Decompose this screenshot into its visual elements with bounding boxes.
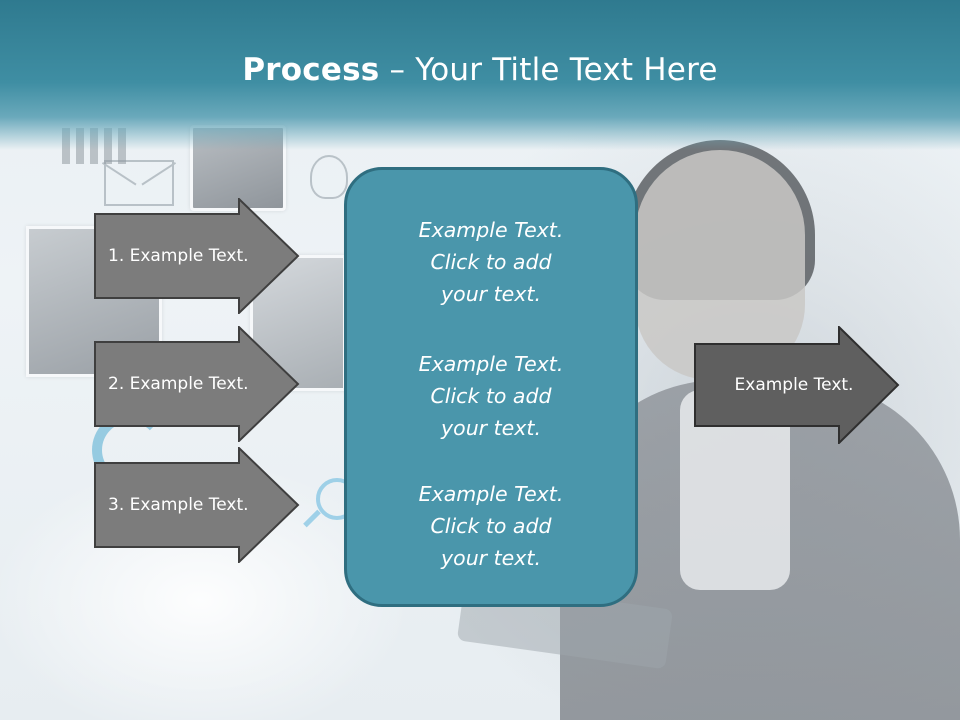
center-text-block[interactable]: Example Text. Click to add your text. — [347, 478, 635, 574]
arrow-shape — [94, 198, 300, 314]
step-arrow-label: 3. Example Text. — [108, 495, 249, 515]
step-arrow-3[interactable]: 3. Example Text. — [94, 447, 300, 563]
center-text-line: your text. — [441, 416, 541, 440]
title-bold-part: Process — [242, 52, 380, 88]
step-arrow-label: 1. Example Text. — [108, 246, 249, 266]
title-band — [0, 0, 960, 150]
step-arrow-label: 2. Example Text. — [108, 374, 249, 394]
arrow-shape — [94, 326, 300, 442]
center-text-line: Click to add — [430, 514, 552, 538]
result-arrow[interactable]: Example Text. — [694, 326, 900, 444]
center-text-line: your text. — [441, 282, 541, 306]
center-text-line: Example Text. — [418, 352, 564, 376]
result-arrow-label: Example Text. — [734, 375, 854, 395]
center-text-line: Click to add — [430, 384, 552, 408]
center-text-line: Example Text. — [418, 218, 564, 242]
step-arrow-2[interactable]: 2. Example Text. — [94, 326, 300, 442]
center-text-block[interactable]: Example Text. Click to add your text. — [347, 348, 635, 444]
arrow-shape — [94, 447, 300, 563]
envelope-icon — [104, 160, 174, 206]
center-text-line: Click to add — [430, 250, 552, 274]
person-face-shape — [635, 150, 805, 380]
process-center-box[interactable]: Example Text. Click to add your text. Ex… — [344, 167, 638, 607]
lightbulb-icon — [310, 155, 348, 199]
title-rest-part: – Your Title Text Here — [379, 52, 718, 88]
center-text-line: your text. — [441, 546, 541, 570]
center-text-block[interactable]: Example Text. Click to add your text. — [347, 214, 635, 310]
slide-title[interactable]: Process – Your Title Text Here — [0, 52, 960, 88]
center-text-line: Example Text. — [418, 482, 564, 506]
arrow-shape — [694, 326, 900, 444]
step-arrow-1[interactable]: 1. Example Text. — [94, 198, 300, 314]
